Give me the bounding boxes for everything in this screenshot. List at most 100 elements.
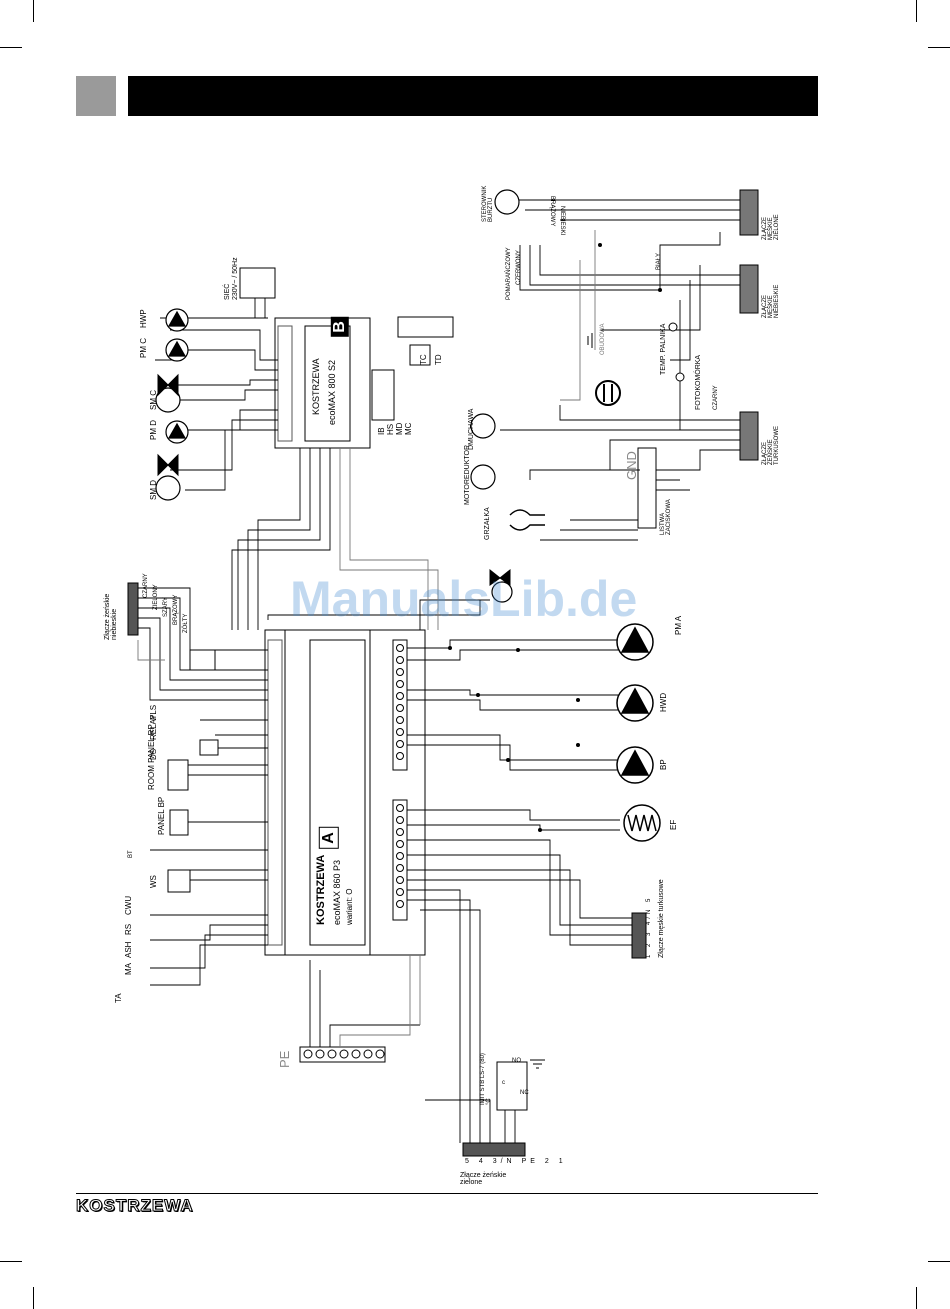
burner-conn-green xyxy=(739,189,759,236)
label-ash: ASH xyxy=(124,941,133,958)
module-a-terminals-left xyxy=(267,639,283,946)
pump-hwd xyxy=(616,684,654,722)
crop-mark xyxy=(33,0,34,22)
label-b-md: MD xyxy=(395,422,404,435)
label-cwu: CWU xyxy=(124,895,133,915)
label-ma: MA xyxy=(124,963,133,975)
crop-mark xyxy=(33,1287,34,1309)
stb-label: IMIT STB LS-7 (80)°C xyxy=(480,1053,492,1105)
pin: 3/N xyxy=(492,1158,516,1165)
label-b-td: TD xyxy=(434,354,443,365)
connector-blue xyxy=(127,582,139,636)
label-hwp: HWP xyxy=(139,309,148,328)
connector-green-pins: 5 4 3/N PE 2 1 xyxy=(465,1158,567,1165)
label-b-tc: TC xyxy=(419,354,428,365)
mains-label: SIEĆ xyxy=(224,283,231,300)
module-a-model: ecoMAX 860 P3 xyxy=(332,859,342,925)
burner-dmuchawa: DMUCHAWA xyxy=(468,408,475,450)
module-a-brand: KOSTRZEWA xyxy=(315,854,327,925)
pe-label: PE xyxy=(277,1050,292,1068)
heater-grzalka xyxy=(509,509,545,516)
label-pm-d: PM D xyxy=(149,420,158,440)
module-b-brand: KOSTRZEWA xyxy=(311,358,321,415)
wire-color: ZÓŁTY xyxy=(183,613,189,633)
wire-color: CZARNY xyxy=(713,385,719,410)
burner-temp: TEMP. PALNIKA xyxy=(660,323,667,375)
crop-mark xyxy=(928,47,950,48)
burner-conn-turq-title: ZŁĄCZE ŻEŃSKIE TURKUSOWE xyxy=(762,426,780,465)
crop-mark xyxy=(916,0,917,22)
burner-motoreduktor: MOTOREDUKTOR xyxy=(464,444,471,505)
stb-switch xyxy=(496,1061,528,1111)
pin: 4 xyxy=(478,1158,487,1165)
wire-color: ZIELONY xyxy=(153,584,159,610)
motor-dmuchawa xyxy=(470,413,496,439)
label-bp: BP xyxy=(659,759,668,770)
label-bt: BT xyxy=(128,850,134,858)
burner-conn-blue-title: ZŁĄCZE MĘSKIE NIEBIESKIE xyxy=(762,284,780,318)
label-ef: EF xyxy=(669,819,678,830)
label-b-hs: HS xyxy=(386,423,395,435)
footer-rule xyxy=(76,1193,818,1194)
fan-ef xyxy=(623,804,661,842)
wire-color: CZARNY xyxy=(143,573,149,598)
burner-obudowa: OBUDOWA xyxy=(600,323,606,355)
header-tab-marker xyxy=(76,76,116,116)
label-rs: RS xyxy=(124,923,133,935)
burner-foto: FOTOKOMÓRKA xyxy=(695,354,702,410)
pe-bar xyxy=(299,1046,386,1063)
label-sm-c: SM C xyxy=(149,390,158,410)
crop-mark xyxy=(0,47,22,48)
pin: 1 xyxy=(558,1158,567,1165)
module-a-variant: wariant: O xyxy=(345,888,354,925)
label-sm-d: SM D xyxy=(149,480,158,500)
burner-conn-turq xyxy=(739,411,759,461)
header-bar xyxy=(128,76,818,116)
wire-color: NIEBIESKI xyxy=(559,206,565,236)
motor-sm-c xyxy=(155,387,181,413)
pin: 5 xyxy=(465,1158,473,1165)
module-b-box xyxy=(274,317,371,449)
connector-green xyxy=(462,1142,526,1157)
watermark: ManualsLib.de xyxy=(290,571,638,627)
kostrzewa-logo: KOSTRZEWA xyxy=(76,1196,194,1216)
stb-no: NO xyxy=(512,1058,521,1064)
motor-m-top xyxy=(494,189,520,215)
pin: 2 xyxy=(646,940,652,947)
label-panel-bp: PANEL BP xyxy=(157,796,166,835)
pin: PE xyxy=(521,1158,539,1165)
listwa-zaciskowa xyxy=(637,447,657,529)
pin: 2 xyxy=(544,1158,553,1165)
module-b-badge: B xyxy=(330,317,349,337)
pin: 1 xyxy=(646,951,652,958)
wire-color: BRĄZOWY xyxy=(549,196,555,227)
connector-male-pins: 1 2 3 4/N 5 xyxy=(646,896,652,958)
label-pm-c: PM C xyxy=(139,338,148,358)
burner-conn-green-title: ZŁĄCZE MĘSKIE ZIELONE xyxy=(762,214,780,240)
burner-grzalka: GRZAŁKA xyxy=(484,507,491,540)
module-a-badge: A xyxy=(318,827,339,849)
pin: 5 xyxy=(646,895,652,902)
pin: 4/N xyxy=(646,906,652,925)
stb-nc: NC xyxy=(520,1090,529,1096)
crop-mark xyxy=(916,1287,917,1309)
burner-controller: STEROWNIK BURZTU xyxy=(482,185,494,222)
wire-color: CZERWONY xyxy=(516,250,522,285)
label-pm-a: PM A xyxy=(674,615,683,635)
label-ds: DS xyxy=(149,748,158,760)
wire-color: BIAŁY xyxy=(656,252,662,270)
stb-c: c xyxy=(502,1080,505,1086)
connector-male-title: Złącze męskie turkusowe xyxy=(658,879,665,958)
motor-valve xyxy=(491,581,513,603)
wire-color: BRĄZOWY xyxy=(173,594,179,625)
label-ta: TA xyxy=(114,993,123,1003)
pin: 3 xyxy=(646,929,652,936)
label-pls: PLS xyxy=(149,704,158,720)
motor-sm-d xyxy=(155,475,181,501)
wire-color: SZARY xyxy=(163,597,169,617)
label-hwd: HWD xyxy=(659,692,668,712)
crop-mark xyxy=(928,1261,950,1262)
label-ws: WS xyxy=(149,875,158,888)
label-b-ib: IB xyxy=(377,427,386,435)
